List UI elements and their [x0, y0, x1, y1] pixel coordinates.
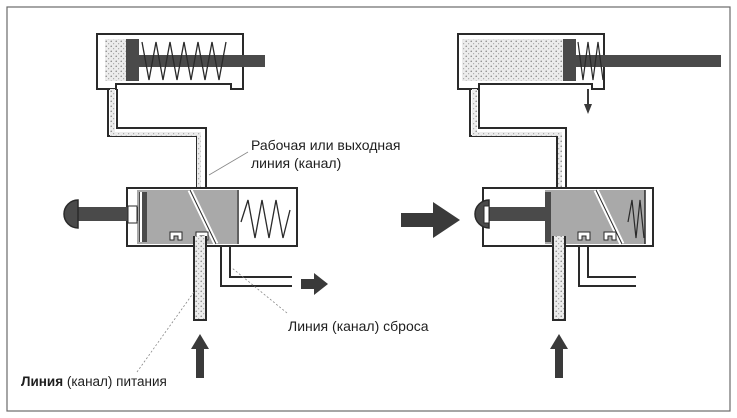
right-valve-body: [474, 187, 654, 247]
supply-line-label-suffix: (канал) питания: [63, 374, 167, 389]
supply-line-leader: [136, 291, 195, 373]
left-supply-line: [193, 236, 207, 321]
figure-frame: [6, 6, 731, 412]
working-line-label-line2: линия (канал): [251, 155, 341, 171]
right-supply-arrow: [550, 334, 568, 378]
right-cylinder: [457, 33, 721, 114]
right-supply-line: [552, 236, 566, 321]
right-cylinder-spring: [577, 41, 604, 81]
left-state: [63, 33, 328, 378]
left-cylinder: [96, 33, 265, 90]
right-piston-rod: [576, 55, 721, 67]
left-cylinder-spring: [141, 41, 227, 81]
state-transition-arrow: [401, 202, 460, 238]
left-push-button: [63, 199, 79, 229]
right-piston: [563, 39, 576, 81]
left-exhaust-line: [220, 246, 292, 287]
right-exhaust-line: [578, 246, 636, 287]
left-valve-body: [63, 187, 298, 247]
right-cylinder-vent-arrow: [584, 89, 592, 114]
supply-line-label: Линия (канал) питания: [21, 374, 167, 389]
right-push-rod: [489, 207, 546, 221]
left-supply-arrow: [191, 334, 209, 378]
left-push-rod: [70, 207, 138, 221]
working-line-label-line1: Рабочая или выходная: [251, 137, 401, 153]
supply-line-label-prefix: Линия: [21, 374, 63, 389]
working-line-leader: [208, 151, 249, 176]
exhaust-line-label: Линия (канал) сброса: [288, 318, 429, 334]
right-valve-spring: [627, 199, 645, 239]
left-valve-spring: [240, 199, 291, 239]
left-piston: [126, 39, 139, 81]
right-state: [457, 33, 721, 378]
left-exhaust-arrow: [301, 273, 328, 295]
exhaust-line-leader: [231, 267, 288, 314]
